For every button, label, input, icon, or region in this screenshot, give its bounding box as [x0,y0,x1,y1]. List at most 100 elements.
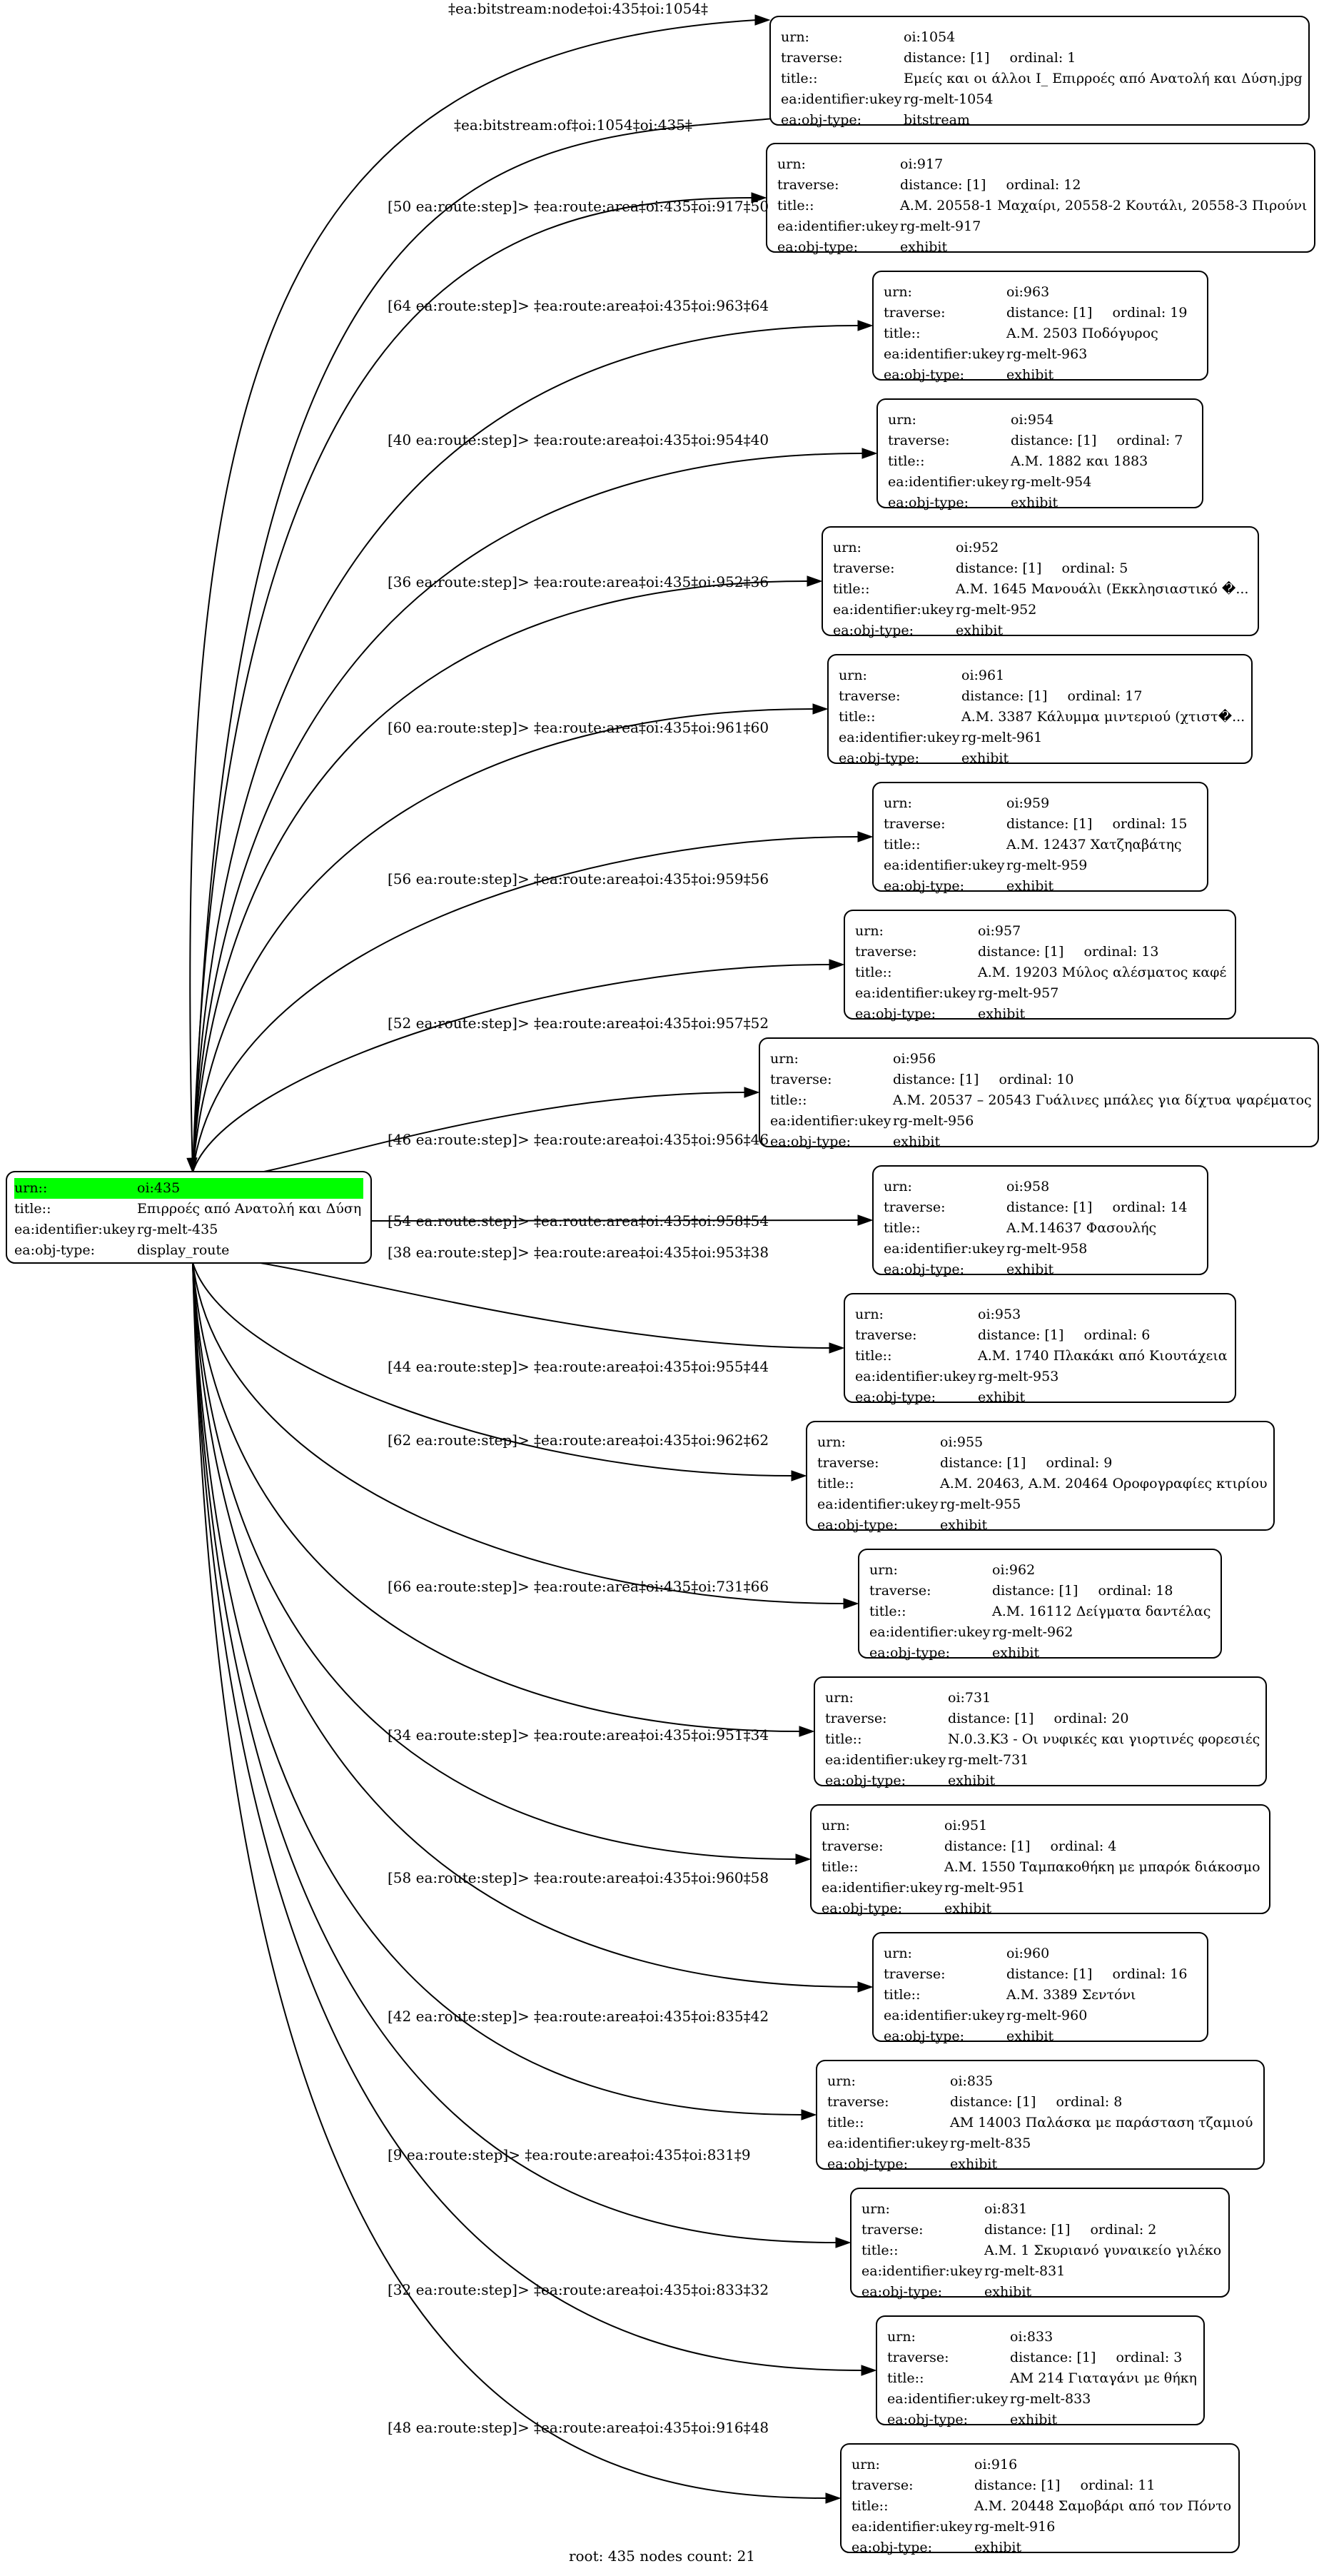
edge-label: [34 ea:route:step]> ‡ea:route:area‡oi:43… [388,1726,769,1744]
node-traverse-value: distance: [1]ordinal: 6 [978,1325,1150,1346]
edge-line-back-oi:1054 [193,118,774,1157]
node-traverse-key: traverse: [822,1838,884,1854]
node-traverse-value: distance: [1]ordinal: 11 [974,2475,1155,2496]
node-distance: distance: [1] [961,688,1048,704]
node-title-key: title:: [855,1348,892,1364]
node-ordinal: ordinal: 17 [1067,688,1143,704]
node-ukey-value: rg-melt-962 [992,1624,1073,1640]
root-objtype-value: display_route [137,1242,230,1258]
edge-arrow-oi:916 [825,2492,842,2504]
node-objtype-row: ea:obj-type:exhibit [855,1387,1235,1408]
node-distance: distance: [1] [1010,2350,1096,2365]
root-node[interactable]: urn:: oi:435 title:: Επιρροές από Ανατολ… [6,1171,372,1264]
node-urn-value: oi:955 [940,1434,984,1450]
node-ordinal: ordinal: 13 [1083,944,1159,960]
node-title-row: title::ΑΜ 14003 Παλάσκα με παράσταση τζα… [827,2113,1263,2133]
node-objtype-row: ea:obj-type:exhibit [839,748,1251,769]
node-urn-row: urn:oi:1054 [781,27,1308,48]
node-ukey-key: ea:identifier:ukey [781,91,902,107]
node-ukey-value: rg-melt-952 [956,602,1037,618]
node-objtype-key: ea:obj-type: [827,2156,909,2172]
edge-label-back: ‡ea:bitstream:of‡oi:1054‡oi:435‡ [454,116,692,134]
node-traverse-value: distance: [1]ordinal: 15 [1006,814,1187,835]
node-title-value: Α.Μ. 16112 Δείγματα δαντέλας [992,1604,1211,1619]
node-title-key: title:: [822,1859,859,1875]
node-objtype-key: ea:obj-type: [884,367,965,383]
node-urn-row: urn:oi:959 [884,793,1207,814]
edge-label: [66 ea:route:step]> ‡ea:route:area‡oi:43… [388,1578,769,1595]
node-objtype-value: exhibit [940,1517,988,1533]
node-urn-value: oi:1054 [904,29,956,45]
node-urn-row: urn:oi:958 [884,1177,1207,1197]
node-distance: distance: [1] [984,2222,1071,2238]
node-title-row: title::Ν.0.3.Κ3 - Οι νυφικές και γιορτιν… [825,1729,1265,1750]
node-objtype-value: exhibit [1011,495,1058,510]
node-title-row: title::Α.Μ. 20558-1 Μαχαίρι, 20558-2 Κου… [777,196,1314,216]
node-objtype-key: ea:obj-type: [781,112,862,128]
edge-arrow-oi:952 [807,575,823,587]
node-objtype-row: ea:obj-type:exhibit [887,2410,1203,2430]
node-objtype-value: exhibit [978,1389,1026,1405]
node-urn-key: urn: [827,2073,856,2089]
node-objtype-key: ea:obj-type: [855,1006,936,1022]
node-distance: distance: [1] [944,1838,1031,1854]
node-traverse-value: distance: [1] ordinal: 17 [961,686,1142,707]
node-title-row: title::Α.Μ. 1882 και 1883 [888,451,1202,472]
node-ordinal: ordinal: 9 [1046,1455,1113,1471]
edge-label: [40 ea:route:step]> ‡ea:route:area‡oi:43… [388,431,769,448]
node-distance: distance: [1] [1006,1966,1093,1982]
node-ordinal: ordinal: 4 [1050,1838,1117,1854]
edge-label: [48 ea:route:step]> ‡ea:route:area‡oi:43… [388,2419,769,2436]
node-objtype-row: ea:obj-type:exhibit [833,620,1258,641]
node-title-key: title:: [869,1604,906,1619]
node-title-key: title:: [839,709,876,725]
node-traverse-key: traverse: [884,305,946,321]
node-ukey-key: ea:identifier:ukey [851,2519,973,2535]
node-objtype-key: ea:obj-type: [861,2284,943,2300]
node-traverse-value: distance: [1]ordinal: 18 [992,1581,1173,1601]
root-objtype-row: ea:obj-type: display_route [14,1240,363,1261]
node-urn-value: oi:962 [992,1562,1036,1578]
edge-arrow-oi:835 [801,2109,817,2120]
node-urn-value: oi:961 [961,668,1005,683]
node-ukey-key: ea:identifier:ukey [777,218,899,234]
node-traverse-value: distance: [1]ordinal: 2 [984,2220,1156,2240]
node-objtype-value: exhibit [1006,878,1054,894]
edge-line-oi:957 [192,964,830,1173]
node-objtype-value: bitstream [904,112,970,128]
node-urn-value: oi:954 [1011,412,1054,428]
node-ukey-key: ea:identifier:ukey [839,730,960,745]
node-urn-value: oi:960 [1006,1946,1050,1961]
node-objtype-key: ea:obj-type: [869,1645,951,1661]
node-traverse-value: distance: [1]ordinal: 7 [1011,431,1183,451]
node-objtype-row: ea:obj-type:exhibit [884,2026,1207,2047]
node-ukey-value: rg-melt-833 [1010,2391,1091,2407]
edge-arrow-oi:958 [857,1214,874,1226]
node-objtype-key: ea:obj-type: [884,878,965,894]
node-distance: distance: [1] [978,944,1064,960]
node-traverse-row: traverse:distance: [1]ordinal: 6 [855,1325,1235,1346]
